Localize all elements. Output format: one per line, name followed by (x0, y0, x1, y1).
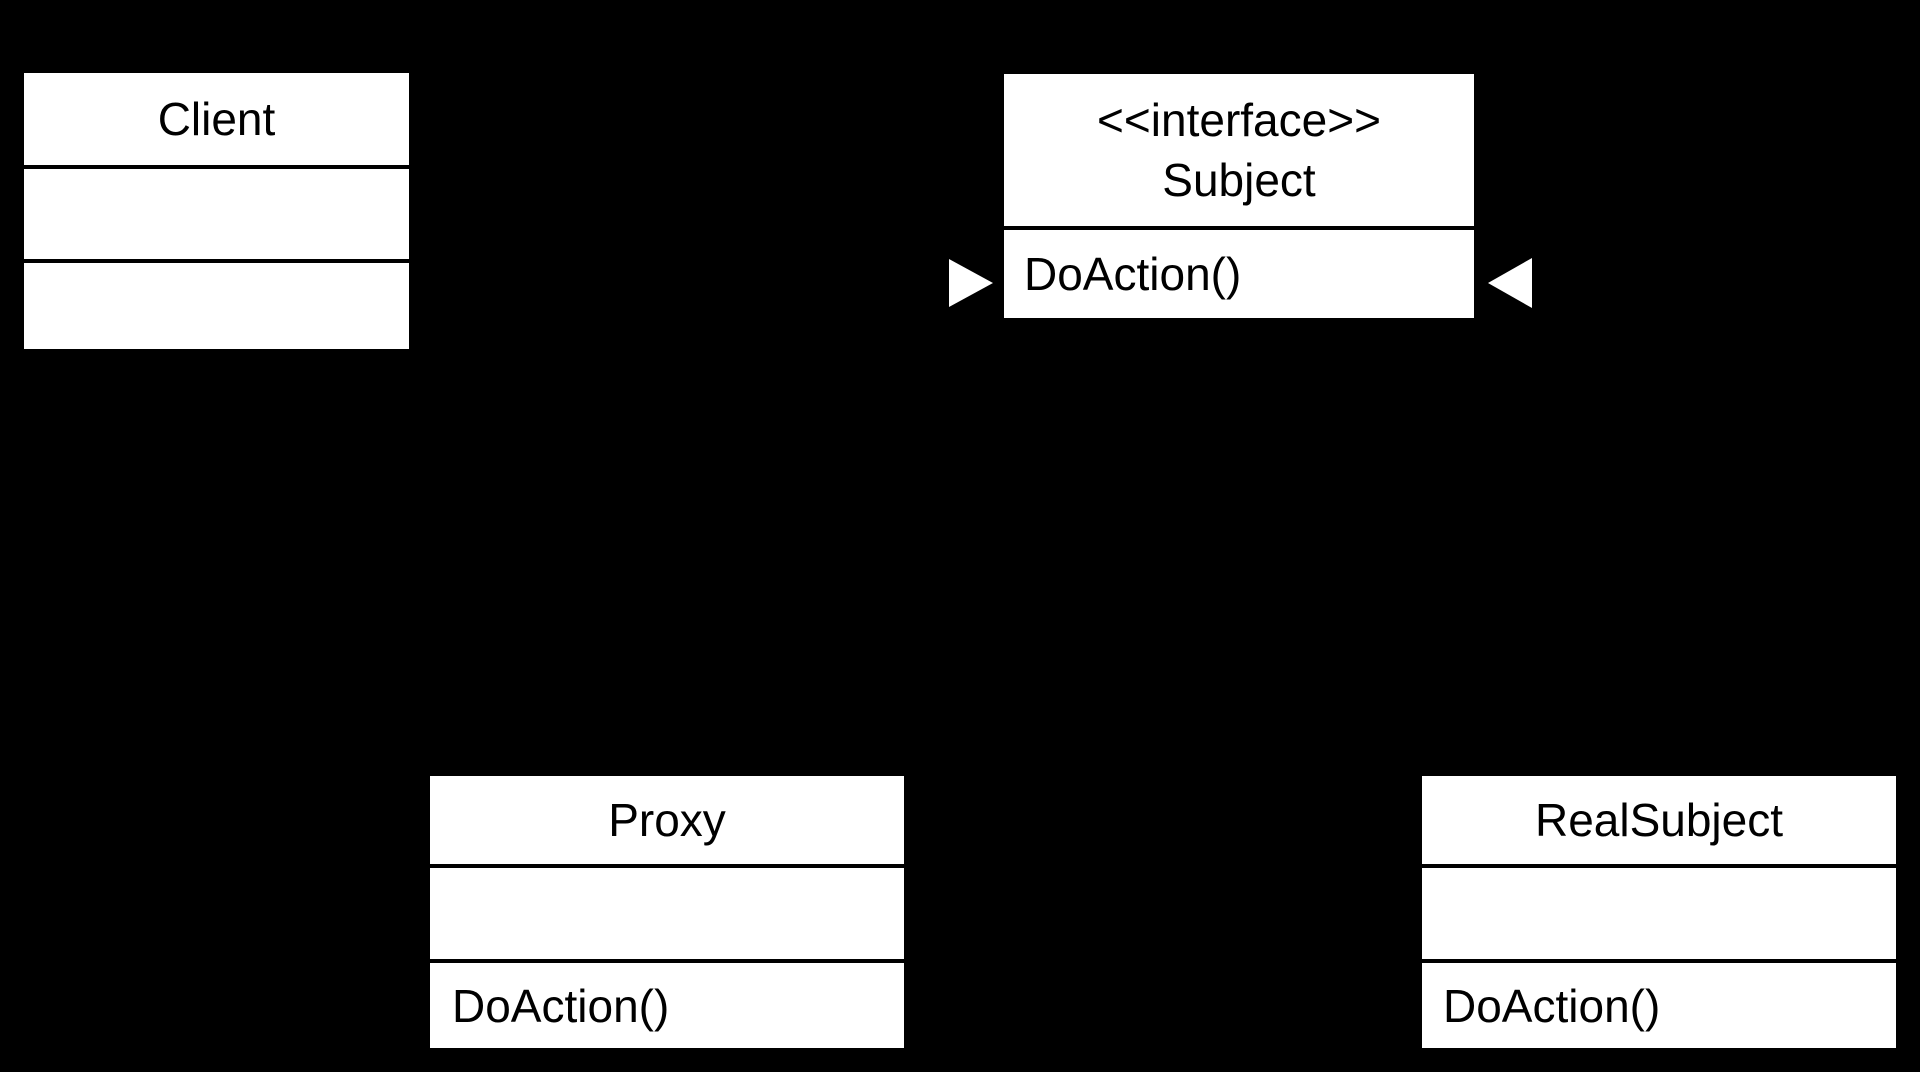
proxy-name-compartment: Proxy (430, 776, 904, 864)
class-box-subject-interface: <<interface>> Subject DoAction() (1000, 70, 1478, 322)
realsubject-attributes-compartment (1422, 864, 1896, 959)
proxy-method-doaction: DoAction() (452, 979, 670, 1032)
class-box-realsubject: RealSubject DoAction() (1418, 772, 1900, 1052)
realsubject-class-name: RealSubject (1534, 794, 1784, 846)
subject-methods-compartment: DoAction() (1004, 226, 1474, 318)
subject-name-compartment: <<interface>> Subject (1004, 74, 1474, 226)
class-box-proxy: Proxy DoAction() (426, 772, 908, 1052)
proxy-attributes-compartment (430, 864, 904, 959)
realization-arrowhead-from-proxy-icon (949, 259, 993, 307)
proxy-methods-compartment: DoAction() (430, 959, 904, 1048)
subject-stereotype: <<interface>> (1097, 94, 1381, 146)
client-class-name: Client (157, 93, 276, 145)
subject-class-name: Subject (1162, 154, 1316, 206)
client-attributes-compartment (24, 165, 409, 259)
realsubject-method-doaction: DoAction() (1443, 979, 1661, 1032)
realsubject-name-compartment: RealSubject (1422, 776, 1896, 864)
client-name-compartment: Client (24, 73, 409, 165)
proxy-class-name: Proxy (608, 794, 726, 846)
subject-method-doaction: DoAction() (1024, 248, 1242, 300)
client-methods-compartment (24, 259, 409, 349)
realsubject-methods-compartment: DoAction() (1422, 959, 1896, 1048)
class-box-client: Client (20, 69, 413, 353)
realization-arrowhead-from-realsubject-icon (1488, 258, 1532, 308)
